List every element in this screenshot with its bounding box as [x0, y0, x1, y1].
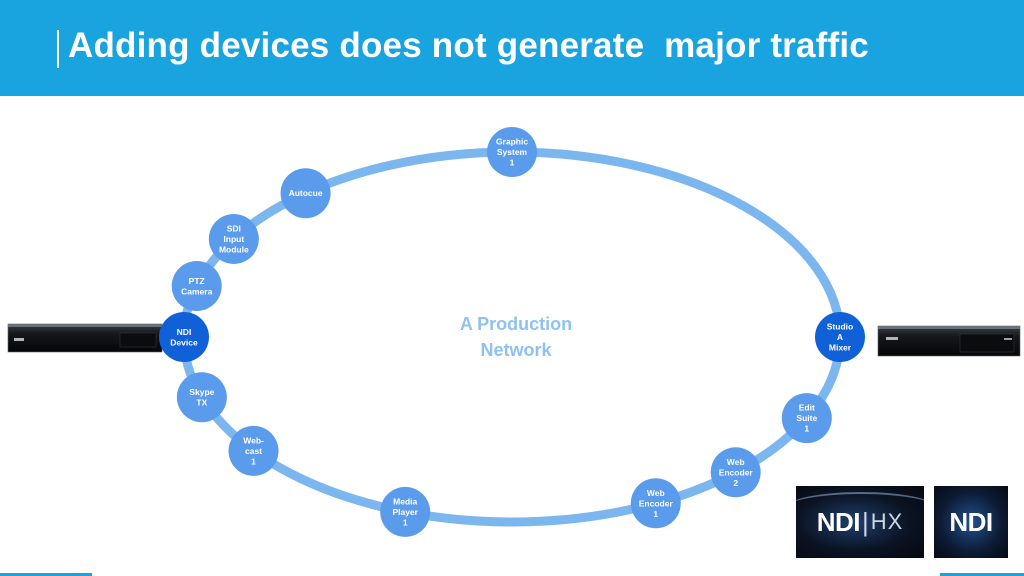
- node-label-web-cast-1: cast: [245, 446, 262, 456]
- node-label-edit-suite-1: Suite: [796, 413, 817, 423]
- node-label-studio-a-mixer: Mixer: [829, 343, 852, 353]
- node-circle-web-encoder-1: [630, 478, 681, 529]
- node-label-studio-a-mixer: A: [837, 332, 843, 342]
- node-label-edit-suite-1: 1: [804, 424, 809, 434]
- node-circle-web-encoder-2: [710, 447, 761, 498]
- node-label-graphic-system-1: System: [497, 147, 528, 157]
- node-label-edit-suite-1: Edit: [799, 403, 815, 413]
- logo-swoosh-decoration: [796, 492, 924, 524]
- node-label-studio-a-mixer: Studio: [827, 322, 853, 332]
- ndi-logo: NDI: [934, 486, 1008, 558]
- node-circle-skype-tx: [176, 372, 227, 423]
- title-accent-bar: [57, 30, 59, 68]
- node-circle-studio-a-mixer: [815, 312, 865, 362]
- node-label-web-cast-1: 1: [251, 456, 256, 466]
- node-circle-graphic-system-1: [487, 127, 537, 177]
- node-label-web-encoder-2: Web: [727, 457, 745, 467]
- node-label-media-player-1: Player: [392, 507, 418, 517]
- node-circle-ptz-camera: [171, 261, 222, 312]
- node-autocue: Autocue: [280, 168, 331, 219]
- node-label-media-player-1: 1: [403, 517, 408, 527]
- node-label-web-encoder-1: Web: [647, 488, 665, 498]
- title-banner: Adding devices does not generate major t…: [0, 0, 1024, 96]
- ndi-hx-logo: NDI | HX: [796, 486, 924, 558]
- node-label-skype-tx: Skype: [189, 387, 214, 397]
- right-hardware-device: [877, 325, 1021, 357]
- ndi-logo-text: NDI: [949, 506, 993, 537]
- node-circle-sdi-input-module: [208, 213, 259, 264]
- node-label-media-player-1: Media: [393, 496, 417, 506]
- node-label-web-encoder-2: Encoder: [719, 467, 754, 477]
- page-title: Adding devices does not generate major t…: [68, 26, 869, 65]
- node-label-ndi-device: Device: [170, 337, 198, 347]
- node-circle-autocue: [280, 168, 331, 219]
- node-label-ptz-camera: Camera: [181, 286, 212, 296]
- node-label-web-encoder-1: Encoder: [639, 498, 674, 508]
- center-label-line: A Production: [460, 314, 572, 334]
- center-label-line: Network: [480, 340, 552, 360]
- node-label-web-encoder-2: 2: [733, 478, 738, 488]
- network-nodes: GraphicSystem1AutocueSDIInputModulePTZCa…: [159, 127, 865, 537]
- node-label-graphic-system-1: 1: [510, 158, 515, 168]
- node-circle-edit-suite-1: [781, 393, 832, 444]
- node-label-autocue: Autocue: [289, 188, 323, 198]
- node-label-web-encoder-1: 1: [653, 509, 658, 519]
- node-label-ndi-device: NDI: [177, 327, 192, 337]
- node-label-sdi-input-module: Module: [219, 244, 249, 254]
- node-label-sdi-input-module: Input: [223, 234, 244, 244]
- footer-accent-left: [0, 573, 92, 576]
- node-circle-web-cast-1: [228, 425, 279, 476]
- node-label-ptz-camera: PTZ: [189, 276, 205, 286]
- node-label-skype-tx: TX: [196, 397, 207, 407]
- node-circle-media-player-1: [380, 486, 431, 537]
- node-label-sdi-input-module: SDI: [227, 223, 241, 233]
- footer-accent-right: [940, 573, 1024, 576]
- node-label-web-cast-1: Web-: [243, 435, 264, 445]
- left-hardware-device: [7, 323, 163, 353]
- node-label-graphic-system-1: Graphic: [496, 137, 528, 147]
- node-circle-ndi-device: [159, 312, 209, 362]
